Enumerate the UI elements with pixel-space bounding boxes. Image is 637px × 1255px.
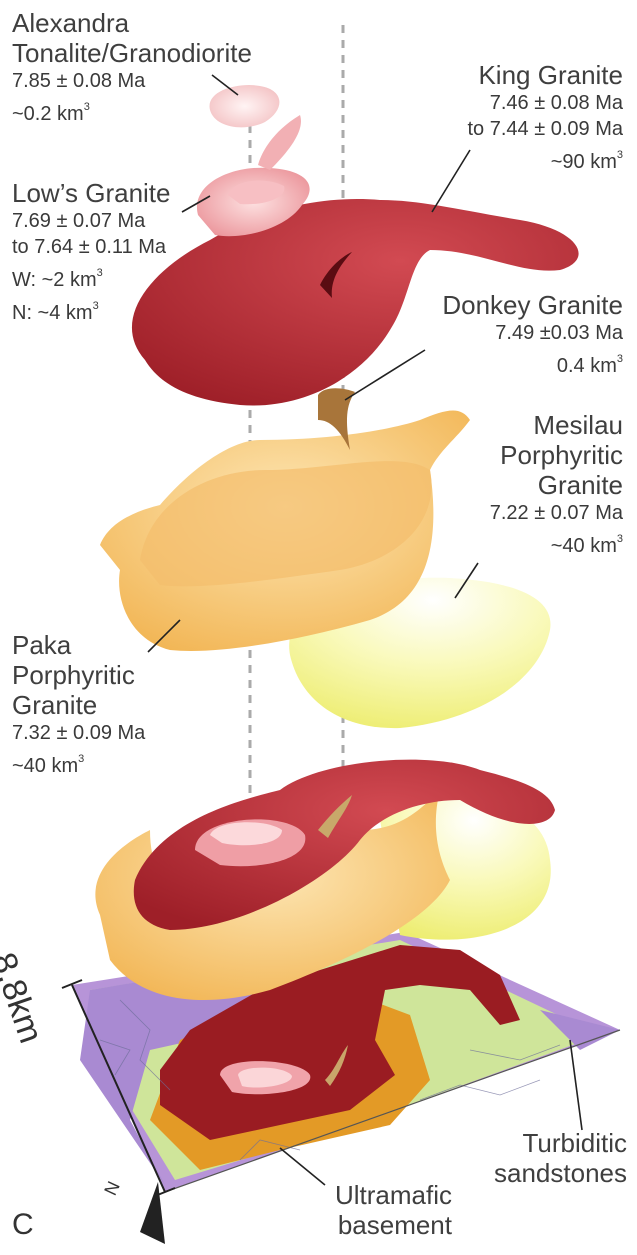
assembled-stack (95, 760, 555, 1000)
donkey-name: Donkey Granite (442, 290, 623, 320)
north-arrow-icon (140, 1182, 165, 1244)
paka-volume-line: ~40 km3 (12, 746, 145, 779)
turbiditic-label: Turbiditic sandstones (494, 1128, 627, 1188)
turbiditic-line2: sandstones (494, 1158, 627, 1188)
donkey-volume-line: 0.4 km3 (442, 346, 623, 379)
alexandra-name-2: Tonalite/Granodiorite (12, 38, 252, 68)
king-name: King Granite (467, 60, 623, 90)
king-age-from: 7.46 ± 0.08 Ma (467, 90, 623, 116)
king-volume-line: ~90 km3 (467, 142, 623, 175)
turbiditic-line1: Turbiditic (494, 1128, 627, 1158)
mesilau-age: 7.22 ± 0.07 Ma (490, 500, 623, 526)
alexandra-volume: ~0.2 km (12, 103, 84, 125)
paka-name-2: Porphyritic (12, 660, 145, 690)
paka-volume: ~40 km (12, 755, 78, 777)
leader-king (432, 150, 470, 212)
paka-label: Paka Porphyritic Granite 7.32 ± 0.09 Ma … (12, 630, 145, 779)
mesilau-volume-line: ~40 km3 (490, 526, 623, 559)
mesilau-name-1: Mesilau (490, 410, 623, 440)
mesilau-name-3: Granite (490, 470, 623, 500)
king-label: King Granite 7.46 ± 0.08 Ma to 7.44 ± 0.… (467, 60, 623, 175)
lows-label: Low’s Granite 7.69 ± 0.07 Ma to 7.64 ± 0… (12, 178, 171, 326)
leader-turbiditic (570, 1040, 582, 1130)
paka-name-1: Paka (12, 630, 145, 660)
donkey-label: Donkey Granite 7.49 ±0.03 Ma 0.4 km3 (442, 290, 623, 379)
alexandra-name-1: Alexandra (12, 8, 252, 38)
mesilau-label: Mesilau Porphyritic Granite 7.22 ± 0.07 … (490, 410, 623, 559)
lows-name: Low’s Granite (12, 178, 171, 208)
ultramafic-line1: Ultramafic (312, 1180, 452, 1210)
mesilau-name-2: Porphyritic (490, 440, 623, 470)
volume-exponent: 3 (84, 101, 90, 113)
lows-age-from: 7.69 ± 0.07 Ma (12, 208, 171, 234)
alexandra-label: Alexandra Tonalite/Granodiorite 7.85 ± 0… (12, 8, 252, 127)
lows-volume-n-line: N: ~4 km3 (12, 293, 171, 326)
lows-age-to: to 7.64 ± 0.11 Ma (12, 234, 171, 260)
king-age-to: to 7.44 ± 0.09 Ma (467, 116, 623, 142)
alexandra-age: 7.85 ± 0.08 Ma (12, 68, 252, 94)
king-volume: ~90 km (551, 151, 617, 173)
mesilau-volume: ~40 km (551, 535, 617, 557)
panel-letter: C (12, 1208, 34, 1242)
donkey-age: 7.49 ±0.03 Ma (442, 320, 623, 346)
alexandra-volume-line: ~0.2 km3 (12, 94, 252, 127)
paka-name-3: Granite (12, 690, 145, 720)
lows-volume-w: W: ~2 km (12, 269, 97, 291)
paka-age: 7.32 ± 0.09 Ma (12, 720, 145, 746)
ultramafic-line2: basement (312, 1210, 452, 1240)
ultramafic-label: Ultramafic basement (312, 1180, 452, 1240)
lows-volume-n: N: ~4 km (12, 302, 93, 324)
lows-volume-w-line: W: ~2 km3 (12, 260, 171, 293)
donkey-volume: 0.4 km (557, 355, 617, 377)
